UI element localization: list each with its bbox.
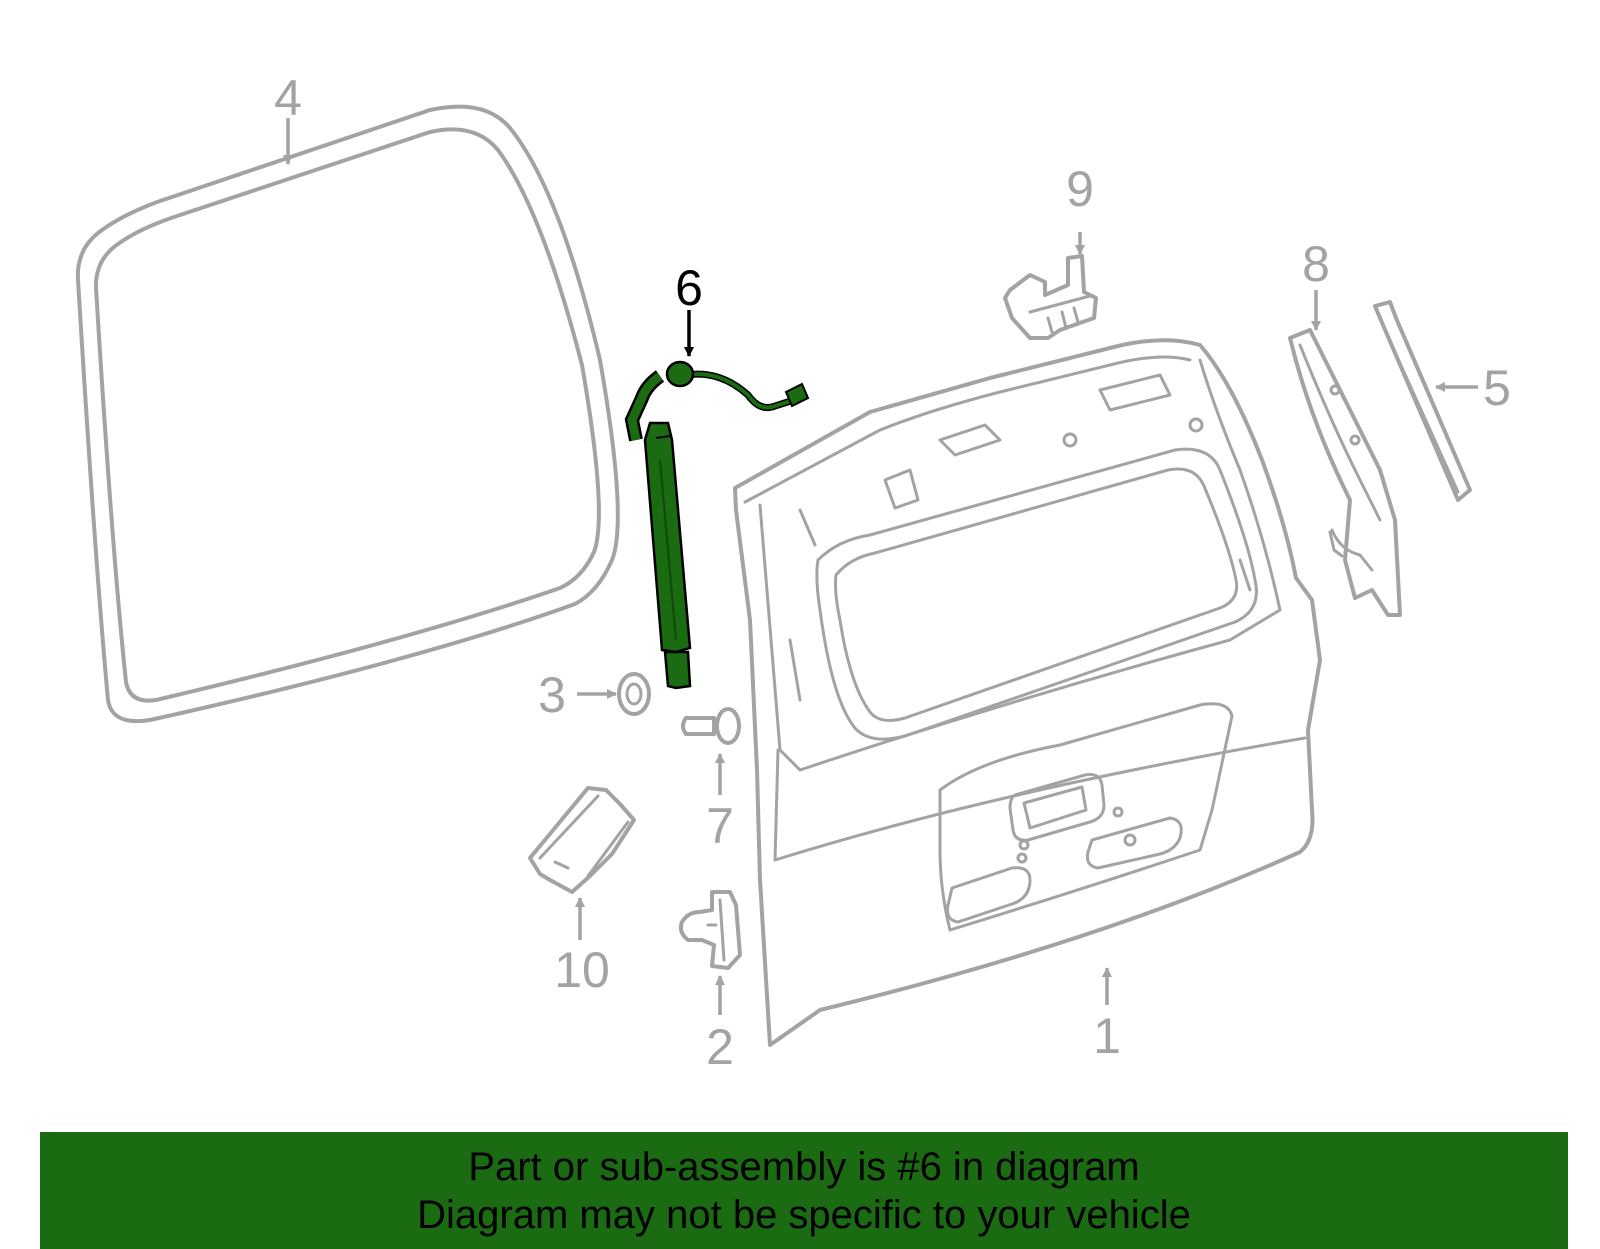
callout-9: 9 xyxy=(1066,161,1094,217)
callout-8: 8 xyxy=(1302,236,1330,292)
info-banner: Part or sub-assembly is #6 in diagram Di… xyxy=(40,1132,1568,1249)
part-3-grommet[interactable] xyxy=(617,672,651,716)
callout-6: 6 xyxy=(675,260,703,316)
callout-2: 2 xyxy=(706,1019,734,1075)
part-4-window-seal[interactable] xyxy=(75,104,620,723)
part-5-side-strip[interactable] xyxy=(1373,300,1472,502)
callout-7: 7 xyxy=(706,798,734,854)
part-6-liftgate-strut[interactable] xyxy=(624,360,810,690)
callout-4: 4 xyxy=(274,70,302,126)
banner-line-2: Diagram may not be specific to your vehi… xyxy=(417,1192,1191,1237)
callout-5: 5 xyxy=(1483,360,1511,416)
callout-3: 3 xyxy=(538,667,566,723)
part-9-hinge[interactable] xyxy=(1003,254,1098,340)
part-8-trim-strip[interactable] xyxy=(1288,328,1402,617)
part-2-latch[interactable] xyxy=(678,890,742,970)
banner-line-1: Part or sub-assembly is #6 in diagram xyxy=(468,1144,1140,1189)
parts-diagram: 4 9 8 6 5 3 7 10 2 1 xyxy=(75,70,1511,1075)
callout-1: 1 xyxy=(1093,1008,1121,1064)
callout-10: 10 xyxy=(554,942,610,998)
part-10-bracket[interactable] xyxy=(528,786,636,894)
part-7-bolt[interactable] xyxy=(681,707,741,745)
part-1-liftgate[interactable] xyxy=(733,338,1322,1047)
